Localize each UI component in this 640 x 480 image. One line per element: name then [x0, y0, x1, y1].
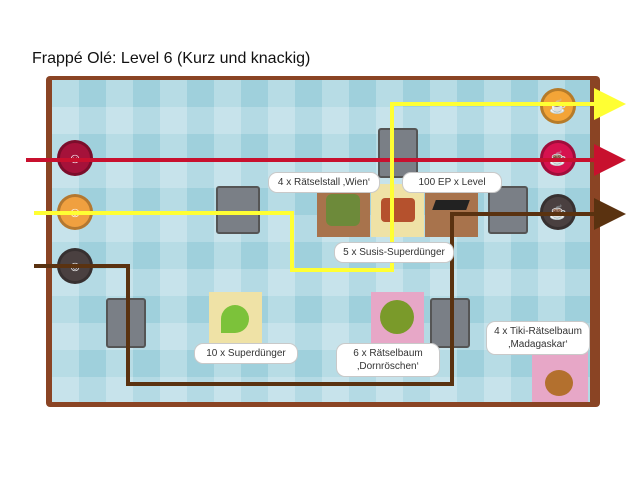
- label-susis-superduenger: 5 x Susis-Superdünger: [334, 242, 454, 263]
- tree-icon: [545, 370, 573, 396]
- label-superduenger: 10 x Superdünger: [194, 343, 298, 364]
- page-title: Frappé Olé: Level 6 (Kurz und knackig): [32, 50, 311, 67]
- stall-icon: [381, 198, 415, 222]
- brown-route: [34, 198, 626, 386]
- label-raetselstall: 4 x Rätselstall ‚Wien‘: [268, 172, 380, 193]
- label-raetselbaum: 6 x Rätselbaum ‚Dornröschen‘: [336, 343, 440, 377]
- label-ep: 100 EP x Level: [402, 172, 502, 193]
- stall-icon: [326, 194, 360, 226]
- fertilizer-drops-icon: [221, 305, 249, 333]
- label-tiki-raetselbaum: 4 x Tiki-Rätselbaum ‚Madagaskar‘: [486, 321, 590, 355]
- game-board: [52, 80, 590, 402]
- yellow-route: [34, 88, 626, 272]
- tree-icon: [380, 300, 414, 334]
